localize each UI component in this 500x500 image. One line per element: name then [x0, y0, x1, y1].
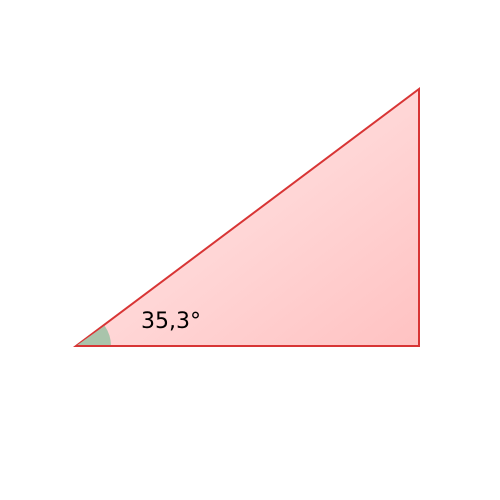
angle-label: 35,3° [141, 309, 201, 334]
angle-marker [76, 325, 112, 346]
right-triangle [72, 87, 420, 347]
